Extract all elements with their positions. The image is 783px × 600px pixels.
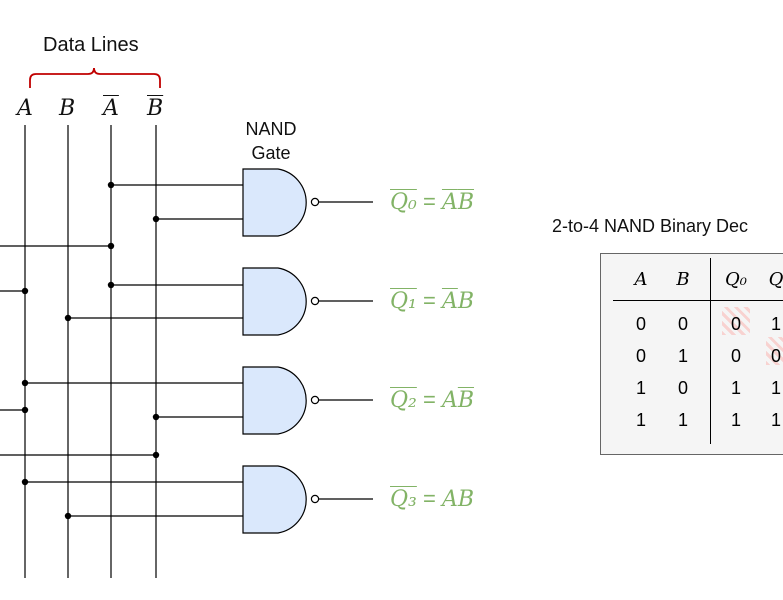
- table-cell: 0: [635, 314, 646, 334]
- truth-table-caption: 2-to-4 NAND Binary Dec: [552, 216, 749, 236]
- table-cell: 1: [677, 346, 688, 366]
- data-lines-brace: [29, 67, 161, 88]
- data-lines-title: Data Lines: [43, 34, 139, 56]
- output-expr-3: Q₃ = AB: [390, 486, 474, 512]
- table-cell: 1: [635, 378, 646, 398]
- junction-dots: [21, 181, 160, 520]
- input-label-a: A: [17, 96, 33, 121]
- output-q3-label: Q₃: [390, 487, 417, 512]
- table-cell: 1: [730, 410, 741, 430]
- output-q0-term-a: A: [441, 190, 458, 215]
- table-cell: 0: [677, 378, 688, 398]
- gate-input-wires: [25, 184, 243, 517]
- output-q0-label: Q₀: [390, 190, 417, 215]
- table-cell: 1: [677, 410, 688, 430]
- table-cell: 1: [770, 314, 781, 334]
- equals-sign: =: [422, 387, 442, 412]
- nand-gate-label: NAND Gate: [245, 119, 297, 163]
- equals-sign: =: [422, 189, 442, 214]
- table-cell: 1: [770, 378, 781, 398]
- nand-gate-0: [242, 168, 373, 237]
- left-edge-wires: [0, 245, 156, 456]
- output-q2-term-b: B: [457, 388, 475, 413]
- truth-table: A B Q₀ Q 0 0 0 1 0 1 0 0 1 0 1 1 1 1 1 1: [600, 253, 783, 455]
- table-cell: 0: [730, 314, 741, 334]
- input-label-b: B: [59, 96, 76, 121]
- output-expr-0: Q₀ = AB: [390, 189, 474, 215]
- table-header-q1: Q: [768, 269, 783, 290]
- table-input-output-rule: [710, 258, 711, 444]
- highlight-q1-row1: [766, 337, 783, 365]
- nand-gate-3: [242, 465, 373, 534]
- table-header-rule: [613, 300, 783, 301]
- output-q1-label: Q₁: [390, 289, 417, 314]
- table-cell: 0: [635, 346, 646, 366]
- output-q3-term-b: B: [457, 487, 475, 512]
- table-header-b: B: [676, 269, 690, 290]
- highlight-q0-row0: [722, 307, 750, 335]
- equals-sign: =: [422, 288, 442, 313]
- table-header-a: A: [634, 269, 648, 290]
- output-q1-term-a: A: [441, 289, 458, 314]
- table-cell: 0: [677, 314, 688, 334]
- table-cell: 0: [770, 346, 781, 366]
- nand-gate-1: [242, 267, 373, 336]
- output-q3-term-a: A: [441, 487, 458, 512]
- input-label-a-bar: A: [103, 96, 119, 121]
- output-expr-1: Q₁ = AB: [390, 288, 474, 314]
- table-cell: 1: [730, 378, 741, 398]
- table-cell: 1: [635, 410, 646, 430]
- output-q0-term-b: B: [457, 190, 475, 215]
- output-q1-term-b: B: [457, 289, 475, 314]
- nand-gate-2: [242, 366, 373, 435]
- table-cell: 0: [730, 346, 741, 366]
- equals-sign: =: [422, 486, 442, 511]
- table-cell: 1: [770, 410, 781, 430]
- output-q2-label: Q₂: [390, 388, 417, 413]
- output-q2-term-a: A: [441, 388, 458, 413]
- table-header-q0: Q₀: [725, 269, 747, 290]
- output-expr-2: Q₂ = AB: [390, 387, 474, 413]
- input-label-b-bar: B: [147, 96, 164, 121]
